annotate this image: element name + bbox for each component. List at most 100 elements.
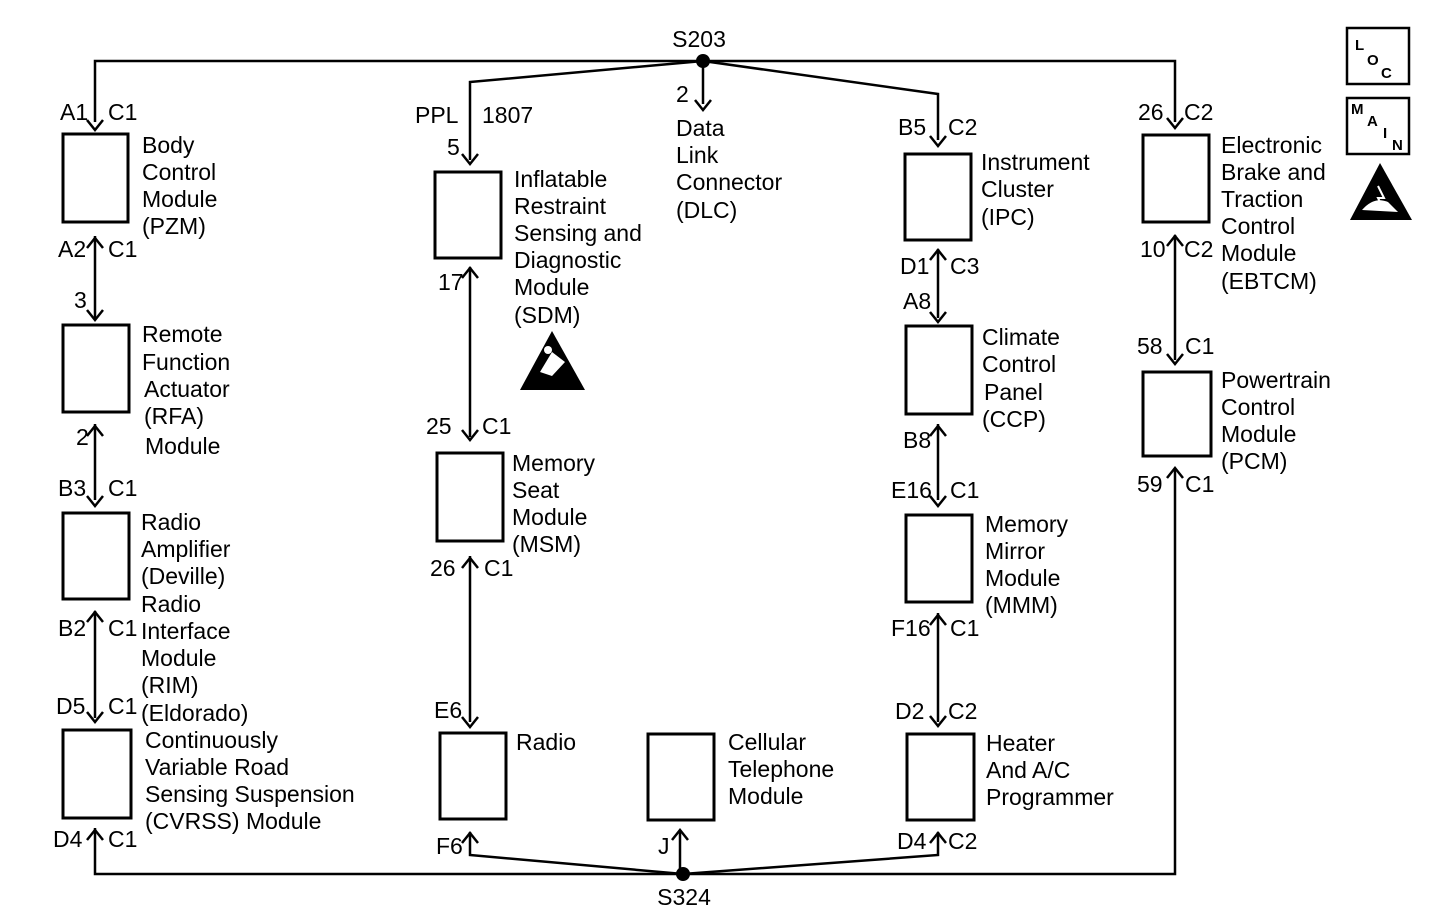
connector-label: C1 bbox=[950, 615, 979, 641]
pin-label: 10 bbox=[1140, 236, 1166, 262]
module-box bbox=[438, 731, 508, 821]
module-electronic-brake-traction: 26 C2 Electronic Brake and Traction Cont… bbox=[1138, 99, 1332, 294]
svg-text:O: O bbox=[1367, 52, 1379, 69]
connector-label: C2 bbox=[1184, 99, 1213, 125]
module-remote-function-actuator: 3 Remote Function Actuator (RFA) Module … bbox=[61, 287, 237, 459]
connector-label: C2 bbox=[948, 114, 977, 140]
pin-label: 2 bbox=[676, 81, 689, 107]
pin-label: 59 bbox=[1137, 471, 1163, 497]
pin-label: 25 bbox=[426, 413, 452, 439]
module-name: Cellular Telephone Module bbox=[728, 729, 841, 809]
module-radio-interface: Radio Interface Module (RIM) (Eldorado) bbox=[141, 591, 248, 726]
module-box bbox=[433, 170, 503, 260]
pin-label: D4 bbox=[897, 828, 927, 854]
pin-label: 2 bbox=[76, 424, 89, 450]
module-radio-amplifier: B3 C1 Radio Amplifier (Deville) B2 C1 bbox=[58, 475, 237, 641]
pin-label: E6 bbox=[434, 697, 462, 723]
connector-label: C1 bbox=[950, 477, 979, 503]
module-heater-ac-programmer: D2 C2 Heater And A/C Programmer D4 C2 bbox=[895, 698, 1114, 854]
module-body-control: A1 C1 Body Control Module (PZM) A2 C1 bbox=[58, 99, 224, 262]
airbag-warning-icon bbox=[520, 331, 585, 390]
module-box bbox=[905, 732, 976, 822]
svg-text:N: N bbox=[1392, 137, 1403, 154]
module-data-link-connector: 2 Data Link Connector (DLC) bbox=[676, 81, 789, 223]
pin-label: D5 bbox=[56, 693, 85, 719]
svg-text:M: M bbox=[1351, 101, 1364, 118]
module-instrument-cluster: B5 C2 Instrument Cluster (IPC) D1 C3 bbox=[898, 114, 1096, 279]
pin-label: A2 bbox=[58, 236, 86, 262]
module-radio: E6 Radio F6 bbox=[434, 697, 576, 859]
connector-label: C2 bbox=[948, 828, 977, 854]
module-box bbox=[61, 728, 133, 820]
connector-label: C1 bbox=[108, 475, 137, 501]
module-box bbox=[903, 152, 973, 242]
splice-dot bbox=[676, 867, 690, 881]
pin-label: F16 bbox=[891, 615, 931, 641]
module-box bbox=[435, 451, 505, 543]
module-memory-mirror: E16 C1 Memory Mirror Module (MMM) F16 C1 bbox=[891, 477, 1069, 641]
connector-label: C3 bbox=[950, 253, 979, 279]
module-name: Body Control Module (PZM) bbox=[142, 132, 224, 239]
connector-label: C2 bbox=[948, 698, 977, 724]
pin-label: B3 bbox=[58, 475, 86, 501]
svg-text:I: I bbox=[1383, 125, 1387, 142]
pin-label: B2 bbox=[58, 615, 86, 641]
main-icon: M A I N bbox=[1345, 96, 1411, 156]
pin-label: J bbox=[658, 833, 670, 859]
module-name: Radio Interface Module (RIM) (Eldorado) bbox=[141, 591, 248, 726]
pin-label: F6 bbox=[436, 833, 463, 859]
module-box bbox=[61, 511, 131, 601]
esd-warning-icon bbox=[1350, 163, 1412, 220]
connector-label: C1 bbox=[1185, 471, 1214, 497]
module-name: Electronic Brake and Traction Control Mo… bbox=[1221, 132, 1332, 294]
pin-label: 17 bbox=[438, 269, 464, 295]
connector-label: C1 bbox=[108, 99, 137, 125]
module-continuously-variable-road-sensing: D5 C1 Continuously Variable Road Sensing… bbox=[53, 693, 361, 852]
module-box bbox=[61, 323, 131, 414]
connector-label: C1 bbox=[108, 693, 137, 719]
module-name: Powertrain Control Module (PCM) bbox=[1221, 367, 1337, 474]
module-name: Continuously Variable Road Sensing Suspe… bbox=[145, 727, 361, 834]
pin-label: 3 bbox=[74, 287, 87, 313]
module-name: Radio Amplifier (Deville) bbox=[141, 509, 237, 589]
module-box bbox=[1141, 370, 1213, 458]
module-box bbox=[61, 132, 130, 224]
wire-circuit-label: 1807 bbox=[482, 102, 533, 128]
module-climate-control-panel: A8 Climate Control Panel (CCP) B8 bbox=[903, 288, 1066, 453]
module-name: Climate Control Panel (CCP) bbox=[982, 324, 1066, 432]
pin-label: D4 bbox=[53, 826, 83, 852]
loc-icon: L O C bbox=[1345, 26, 1411, 86]
module-name: Heater And A/C Programmer bbox=[986, 730, 1114, 810]
pin-label: 26 bbox=[430, 555, 456, 581]
module-inflatable-restraint: 5 Inflatable Restraint Sensing and Diagn… bbox=[433, 134, 648, 390]
connector-label: C1 bbox=[482, 413, 511, 439]
module-memory-seat: 25 C1 Memory Seat Module (MSM) 26 C1 bbox=[426, 413, 601, 581]
wiring bbox=[93, 59, 1177, 876]
pin-label: E16 bbox=[891, 477, 932, 503]
wire-color-label: PPL bbox=[415, 102, 459, 128]
connector-label: C2 bbox=[1184, 236, 1213, 262]
module-name: Instrument Cluster (IPC) bbox=[981, 149, 1096, 230]
connector-label: C1 bbox=[108, 236, 137, 262]
pin-label: 5 bbox=[447, 134, 460, 160]
pin-label: B5 bbox=[898, 114, 926, 140]
svg-text:C: C bbox=[1381, 65, 1392, 82]
connector-symbols bbox=[86, 99, 1184, 844]
module-powertrain-control: 58 C1 Powertrain Control Module (PCM) 59… bbox=[1137, 333, 1337, 497]
splice-s324: S324 bbox=[657, 867, 711, 910]
pin-label: B8 bbox=[903, 427, 931, 453]
module-box bbox=[904, 513, 974, 604]
splice-label: S324 bbox=[657, 884, 711, 910]
module-box bbox=[646, 732, 716, 822]
pin-label: 26 bbox=[1138, 99, 1164, 125]
module-name: Data Link Connector (DLC) bbox=[676, 115, 789, 223]
svg-text:L: L bbox=[1355, 37, 1364, 54]
splice-label: S203 bbox=[672, 26, 726, 52]
pin-label: 58 bbox=[1137, 333, 1163, 359]
module-name: Memory Seat Module (MSM) bbox=[512, 450, 601, 557]
connector-label: C1 bbox=[1185, 333, 1214, 359]
module-name: Remote Function Actuator (RFA) Module bbox=[142, 321, 237, 459]
pin-label: D2 bbox=[895, 698, 924, 724]
module-name: Inflatable Restraint Sensing and Diagnos… bbox=[514, 166, 648, 328]
